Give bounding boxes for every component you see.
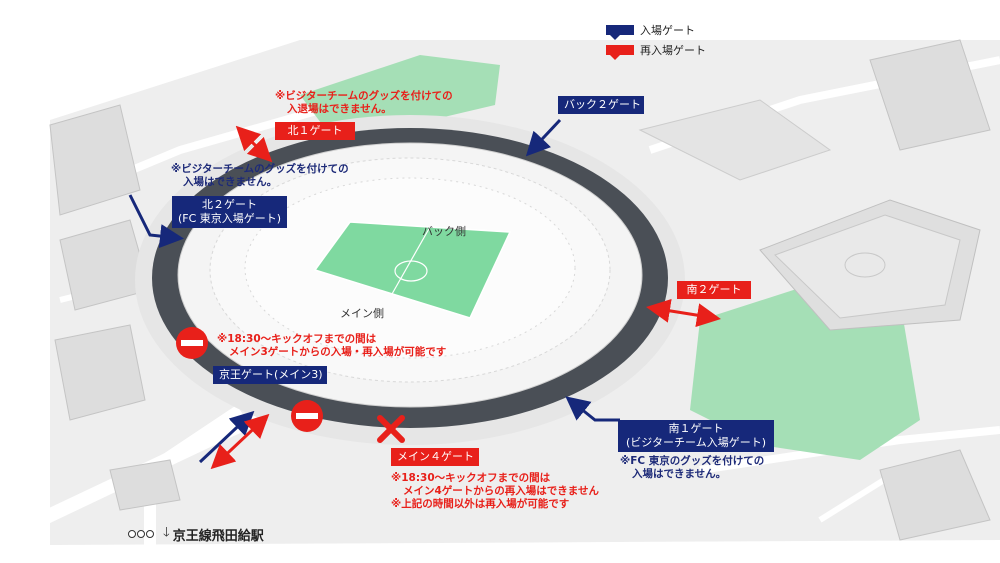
pitch-center-circle (394, 260, 428, 282)
south1-note-line1: ※FC 東京のグッズを付けての (620, 455, 765, 467)
pitch (313, 221, 512, 319)
south2-gate-label: 南２ゲート (677, 281, 751, 299)
main4-note-line2: メイン4ゲートからの再入場はできません (403, 485, 599, 497)
north2-gate-label: 北２ゲート (FC 東京入場ゲート) (172, 196, 287, 228)
entry-arrows (128, 118, 620, 464)
north2-note-line2: 入場はできません。 (183, 176, 278, 188)
legend: 入場ゲート 再入場ゲート (606, 20, 706, 60)
x-mark-icon (377, 415, 405, 443)
south1-note: ※FC 東京のグッズを付けての 入場はできません。 (620, 455, 764, 481)
legend-reentry: 再入場ゲート (606, 40, 706, 60)
north1-reentry-arrow (235, 125, 273, 163)
keio-note-line2: メイン3ゲートからの入場・再入場が可能です (229, 346, 447, 358)
north2-gate-name: 北２ゲート (202, 198, 257, 211)
back2-entry-arrow (525, 118, 562, 157)
north-green-area (300, 55, 500, 135)
back-side-label: バック側 (422, 225, 466, 238)
buildings (49, 39, 991, 541)
south1-gate-sub: (ビジターチーム入場ゲート) (625, 436, 767, 449)
keio-reentry-arrow (210, 413, 270, 470)
station-name: 京王線飛田給駅 (172, 528, 264, 544)
keio-gate-label: 京王ゲート(メイン3) (213, 366, 327, 384)
south2-reentry-arrow (646, 298, 721, 328)
keio-note-line1: ※18:30～キックオフまでの間は (217, 333, 377, 345)
adjacent-pitch-circle (844, 252, 886, 278)
reentry-swatch-icon (606, 45, 634, 60)
legend-reentry-label: 再入場ゲート (640, 44, 706, 57)
down-arrow-icon: 🡓 (163, 525, 170, 540)
north2-gate-sub: (FC 東京入場ゲート) (178, 212, 282, 225)
north1-note-line2: 入退場はできません。 (287, 103, 392, 115)
north2-note-line1: ※ビジターチームのグッズを付けての (171, 163, 349, 175)
practice-ground (638, 99, 832, 181)
north1-gate-label: 北１ゲート (275, 122, 355, 140)
entry-swatch-icon (606, 25, 634, 40)
adjacent-pitch (774, 214, 961, 319)
no-entry-sign-icon (176, 327, 208, 359)
no-entry-sign-icon (291, 400, 323, 432)
legend-entry: 入場ゲート (606, 20, 706, 40)
main4-note-line3: ※上記の時間以外は再入場が可能です (391, 498, 570, 510)
main4-gate-label: メイン４ゲート (391, 448, 479, 466)
main4-note-line1: ※18:30～キックオフまでの間は (391, 472, 551, 484)
north2-entry-arrow (128, 194, 184, 249)
main-side-label: メイン側 (340, 307, 384, 320)
south1-note-line2: 入場はできません。 (632, 468, 727, 480)
station-label: 🡓 京王線飛田給駅 (128, 523, 264, 545)
back2-gate-label: バック２ゲート (558, 96, 644, 114)
north1-note-line1: ※ビジターチームのグッズを付けての (275, 90, 453, 102)
legend-entry-label: 入場ゲート (640, 24, 695, 37)
reentry-arrows (210, 125, 721, 470)
main4-note: ※18:30～キックオフまでの間は メイン4ゲートからの再入場はできません ※上… (391, 472, 599, 511)
south1-entry-arrow (565, 396, 620, 422)
train-icon (128, 530, 155, 538)
north1-note: ※ビジターチームのグッズを付けての 入退場はできません。 (275, 90, 453, 116)
south1-gate-label: 南１ゲート (ビジターチーム入場ゲート) (618, 420, 774, 452)
keio-note: ※18:30～キックオフまでの間は メイン3ゲートからの入場・再入場が可能です (217, 333, 446, 359)
north2-note: ※ビジターチームのグッズを付けての 入場はできません。 (171, 163, 349, 189)
south1-gate-name: 南１ゲート (668, 422, 724, 435)
